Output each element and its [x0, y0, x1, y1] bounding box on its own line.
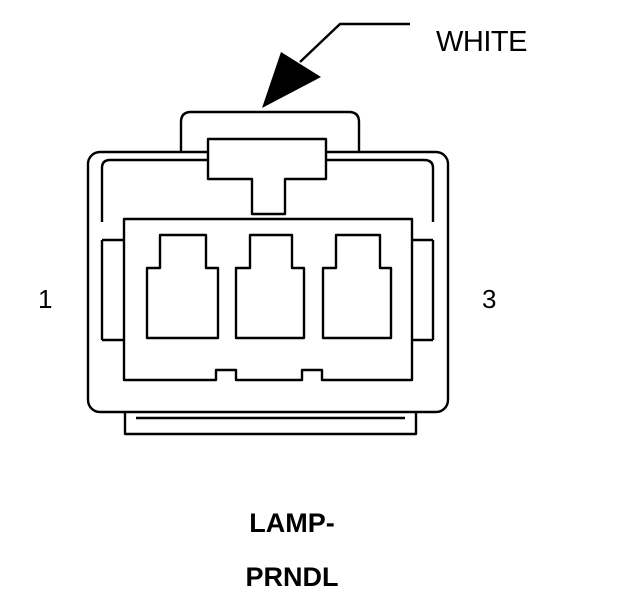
- lock-latch: [206, 137, 328, 216]
- terminal-cavity: [234, 233, 306, 340]
- connector-body: [86, 110, 450, 436]
- right-side-rail: [412, 238, 435, 342]
- callout-arrowhead-icon: [262, 52, 321, 108]
- callout-leader: [299, 22, 410, 63]
- pin-number-first: 1: [38, 284, 53, 314]
- pin-number-last: 3: [482, 284, 497, 314]
- connector-name-line-1: LAMP-: [249, 508, 335, 538]
- terminal-cavity: [145, 233, 220, 340]
- callout-leader-line: [299, 22, 410, 63]
- left-side-rail: [100, 238, 124, 342]
- terminal-cavity: [321, 233, 393, 340]
- connector-name-line-2: PRNDL: [245, 562, 339, 592]
- wire-color-callout-label: WHITE: [436, 26, 527, 58]
